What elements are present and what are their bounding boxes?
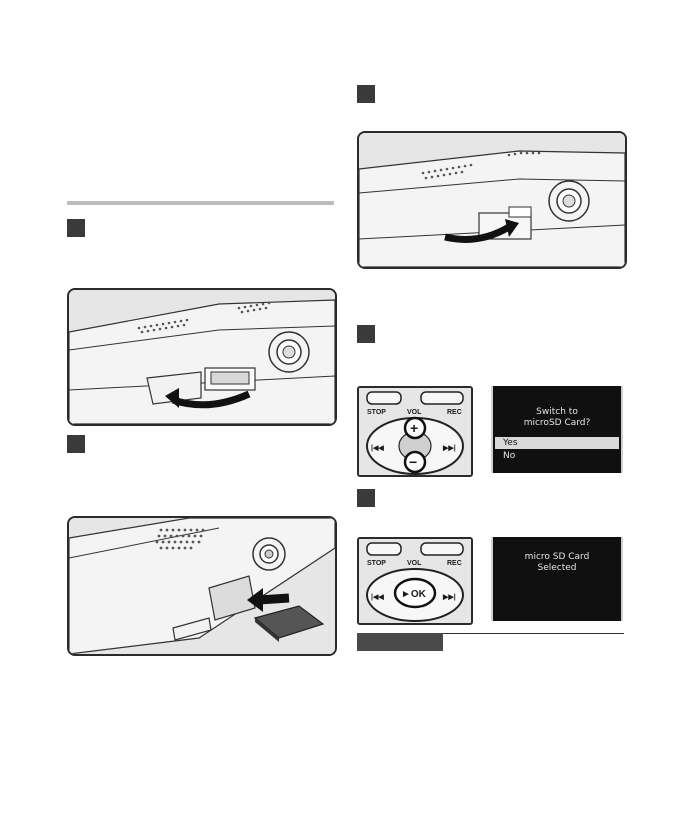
screen-switch-line1: Switch to <box>536 407 578 417</box>
stop-label: STOP <box>367 409 386 416</box>
step-marker-3 <box>357 85 375 103</box>
recorder-buttons-vol: STOP VOL REC + − |◀◀ ▶▶| <box>357 386 473 477</box>
plus-glyph: + <box>410 420 418 436</box>
vol-label-2: VOL <box>407 560 422 567</box>
screen-microsd-selected: micro SD Card Selected <box>491 537 623 621</box>
step-marker-5 <box>357 489 375 507</box>
recorder-buttons-ok: STOP VOL REC ►OK |◀◀ ▶▶| <box>357 537 473 625</box>
screen-selected-line1: micro SD Card <box>524 552 590 562</box>
minus-glyph: − <box>409 454 417 470</box>
section-divider <box>67 201 334 205</box>
screen-selected-line2: Selected <box>537 563 577 573</box>
menu-option-no[interactable]: No <box>503 451 516 461</box>
step-marker-4 <box>357 325 375 343</box>
rec-label: REC <box>447 409 462 416</box>
menu-option-yes[interactable]: Yes <box>495 437 619 449</box>
vol-label: VOL <box>407 409 422 416</box>
ok-label: ►OK <box>401 589 427 600</box>
screen-switch-to-microsd: Switch to microSD Card? Yes No <box>491 386 623 473</box>
stop-label-2: STOP <box>367 560 386 567</box>
illustration-close-card-cover <box>357 131 627 269</box>
svg-text:|◀◀: |◀◀ <box>371 445 384 452</box>
svg-text:▶▶|: ▶▶| <box>442 594 456 601</box>
svg-text:▶▶|: ▶▶| <box>442 445 456 452</box>
svg-text:|◀◀: |◀◀ <box>371 594 384 601</box>
note-header-rule <box>443 633 624 634</box>
screen-switch-line2: microSD Card? <box>523 418 591 428</box>
step-marker-2 <box>67 435 85 453</box>
illustration-open-card-cover <box>67 288 337 426</box>
step-marker-1 <box>67 219 85 237</box>
rec-label-2: REC <box>447 560 462 567</box>
note-header-tab <box>357 633 443 651</box>
illustration-insert-card <box>67 516 337 656</box>
